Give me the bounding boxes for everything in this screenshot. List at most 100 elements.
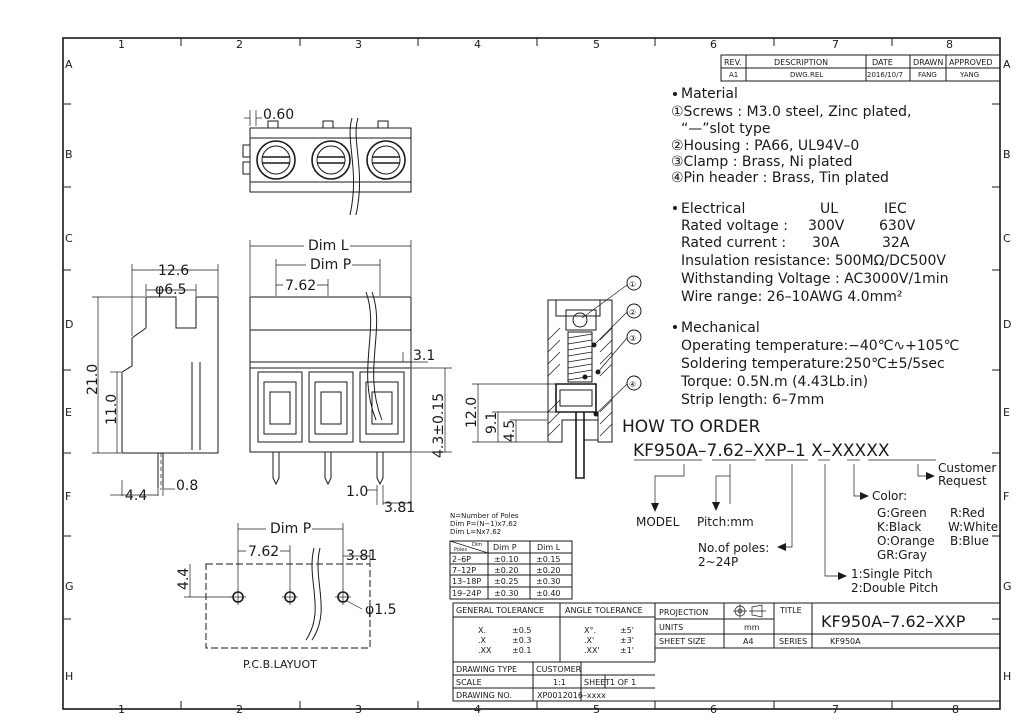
order-pitch-opt: 2:Double Pitch (851, 581, 938, 595)
row-label: A (1003, 58, 1011, 71)
top-view: 0.60 (242, 107, 412, 216)
col-label: 2 (236, 38, 243, 51)
dim-label: 4.4 (176, 568, 192, 590)
tb-cell: .X' (584, 636, 594, 645)
row-label: F (1003, 490, 1009, 503)
tb-label: TITLE (779, 606, 802, 615)
housing-hatch (547, 327, 613, 437)
row-label: C (65, 232, 73, 245)
poles-note: Dim P=(N−1)x7.62 (450, 520, 517, 528)
spec-line: Wire range: 26–10AWG 4.0mm² (681, 289, 903, 305)
poles-cell: ±0.25 (494, 577, 519, 586)
order-color: O:Orange (877, 534, 935, 548)
row-label: B (65, 148, 73, 161)
col-iec: IEC (884, 201, 907, 217)
col-label: 1 (118, 703, 125, 716)
tb-cell: ±0.5 (512, 626, 531, 635)
row-label: C (1003, 232, 1011, 245)
tb-label: CUSTOMER (536, 665, 582, 674)
col-label: 4 (474, 703, 481, 716)
section-title: Mechanical (681, 320, 760, 336)
poles-cell: ±0.30 (494, 589, 519, 598)
tb-label: DRAWING TYPE (456, 665, 517, 674)
tb-cell: ±1' (620, 646, 634, 655)
row-label: G (1003, 580, 1012, 593)
dim-label: Dim L (308, 238, 349, 254)
spec-mechanical: Mechanical Operating temperature:−40℃∿+1… (673, 320, 959, 408)
spec-line: Soldering temperature:250℃±5/5sec (681, 356, 945, 372)
order-customer: Request (938, 474, 987, 488)
order-customer: Customer (938, 461, 996, 475)
callout-number: ④ (629, 380, 636, 389)
title-block: GENERAL TOLERANCE ANGLE TOLERANCE X. ±0.… (452, 602, 1001, 702)
tb-cell: .XX' (584, 646, 600, 655)
pcb-layout-label: P.C.B.LAYUOT (243, 658, 317, 671)
row-label: D (1003, 318, 1011, 331)
rev-header: DATE (872, 58, 893, 67)
spec-line: Rated voltage : (681, 218, 788, 234)
tb-title-value: KF950A–7.62–XXP (821, 612, 966, 631)
dim-label: 1.0 (346, 484, 368, 500)
order-pitch-opt: 1:Single Pitch (851, 567, 933, 581)
row-label: G (65, 580, 74, 593)
tb-cell: X°. (584, 626, 596, 635)
dim-label: Dim P (270, 521, 311, 537)
tb-cell: X. (478, 626, 486, 635)
screw-head (311, 140, 351, 180)
spec-line: Rated current : (681, 235, 786, 251)
col-label: 3 (355, 38, 362, 51)
order-color-title: Color: (872, 489, 907, 503)
tb-label: SCALE (456, 678, 482, 687)
spec-line: Operating temperature:−40℃∿+105℃ (681, 338, 959, 354)
poles-cell: ±0.10 (494, 555, 519, 564)
rev-cell: 2016/10/7 (867, 71, 903, 79)
sheet-frame (62, 37, 1001, 710)
tb-cell: ±5' (620, 626, 634, 635)
dim-label: 7.62 (285, 278, 316, 294)
screw-head (366, 140, 406, 180)
col-label: 6 (710, 38, 717, 51)
row-label: D (65, 318, 73, 331)
col-label: 7 (832, 38, 839, 51)
row-label: F (65, 490, 71, 503)
poles-cell: 19–24P (452, 589, 481, 598)
order-color: W:White (948, 520, 998, 534)
front-view: Dim L Dim P 7.62 3.1 4.3±0.15 1.0 3.81 (249, 238, 452, 516)
clamp-window (308, 371, 354, 443)
order-poles: 2~24P (698, 555, 738, 569)
poles-cell: ±0.40 (536, 589, 561, 598)
tb-label: SHEET SIZE (659, 637, 706, 646)
projection-symbol-icon (733, 604, 766, 618)
spec-value: 300V (808, 218, 845, 234)
order-color: R:Red (950, 506, 985, 520)
tb-label: GENERAL TOLERANCE (456, 606, 544, 615)
col-ul: UL (820, 201, 838, 217)
poles-cell: ±0.20 (536, 566, 561, 575)
rev-header: REV. (724, 58, 742, 67)
dim-label: 4.4 (125, 488, 147, 504)
spec-value: 32A (882, 235, 910, 251)
dim-label: 0.60 (263, 107, 294, 123)
dim-label: 21.0 (85, 364, 101, 395)
screw-head (256, 140, 296, 180)
col-label: 7 (832, 703, 839, 716)
poles-cell: 2–6P (452, 555, 471, 564)
tb-cell: ±3' (620, 636, 634, 645)
poles-cell: ±0.15 (536, 555, 561, 564)
rev-header: DESCRIPTION (774, 58, 828, 67)
dim-label: Dim P (310, 257, 351, 273)
dim-label: 4.5 (502, 420, 518, 442)
dim-label: 3.1 (413, 348, 435, 364)
clamp-window (257, 371, 303, 443)
poles-header: Dim P (493, 543, 517, 552)
row-label: B (1003, 148, 1011, 161)
dim-label: 11.0 (104, 394, 120, 425)
row-label: H (65, 670, 73, 683)
tb-label: UNITS (659, 623, 683, 632)
rev-cell: DWG.REL (790, 71, 823, 79)
clamp-window (359, 371, 405, 443)
side-view: 12.6 φ6.5 21.0 11.0 0.8 4.4 (85, 263, 219, 504)
dim-label: 4.3±0.15 (431, 393, 447, 458)
tb-label: SHEET (584, 678, 610, 687)
